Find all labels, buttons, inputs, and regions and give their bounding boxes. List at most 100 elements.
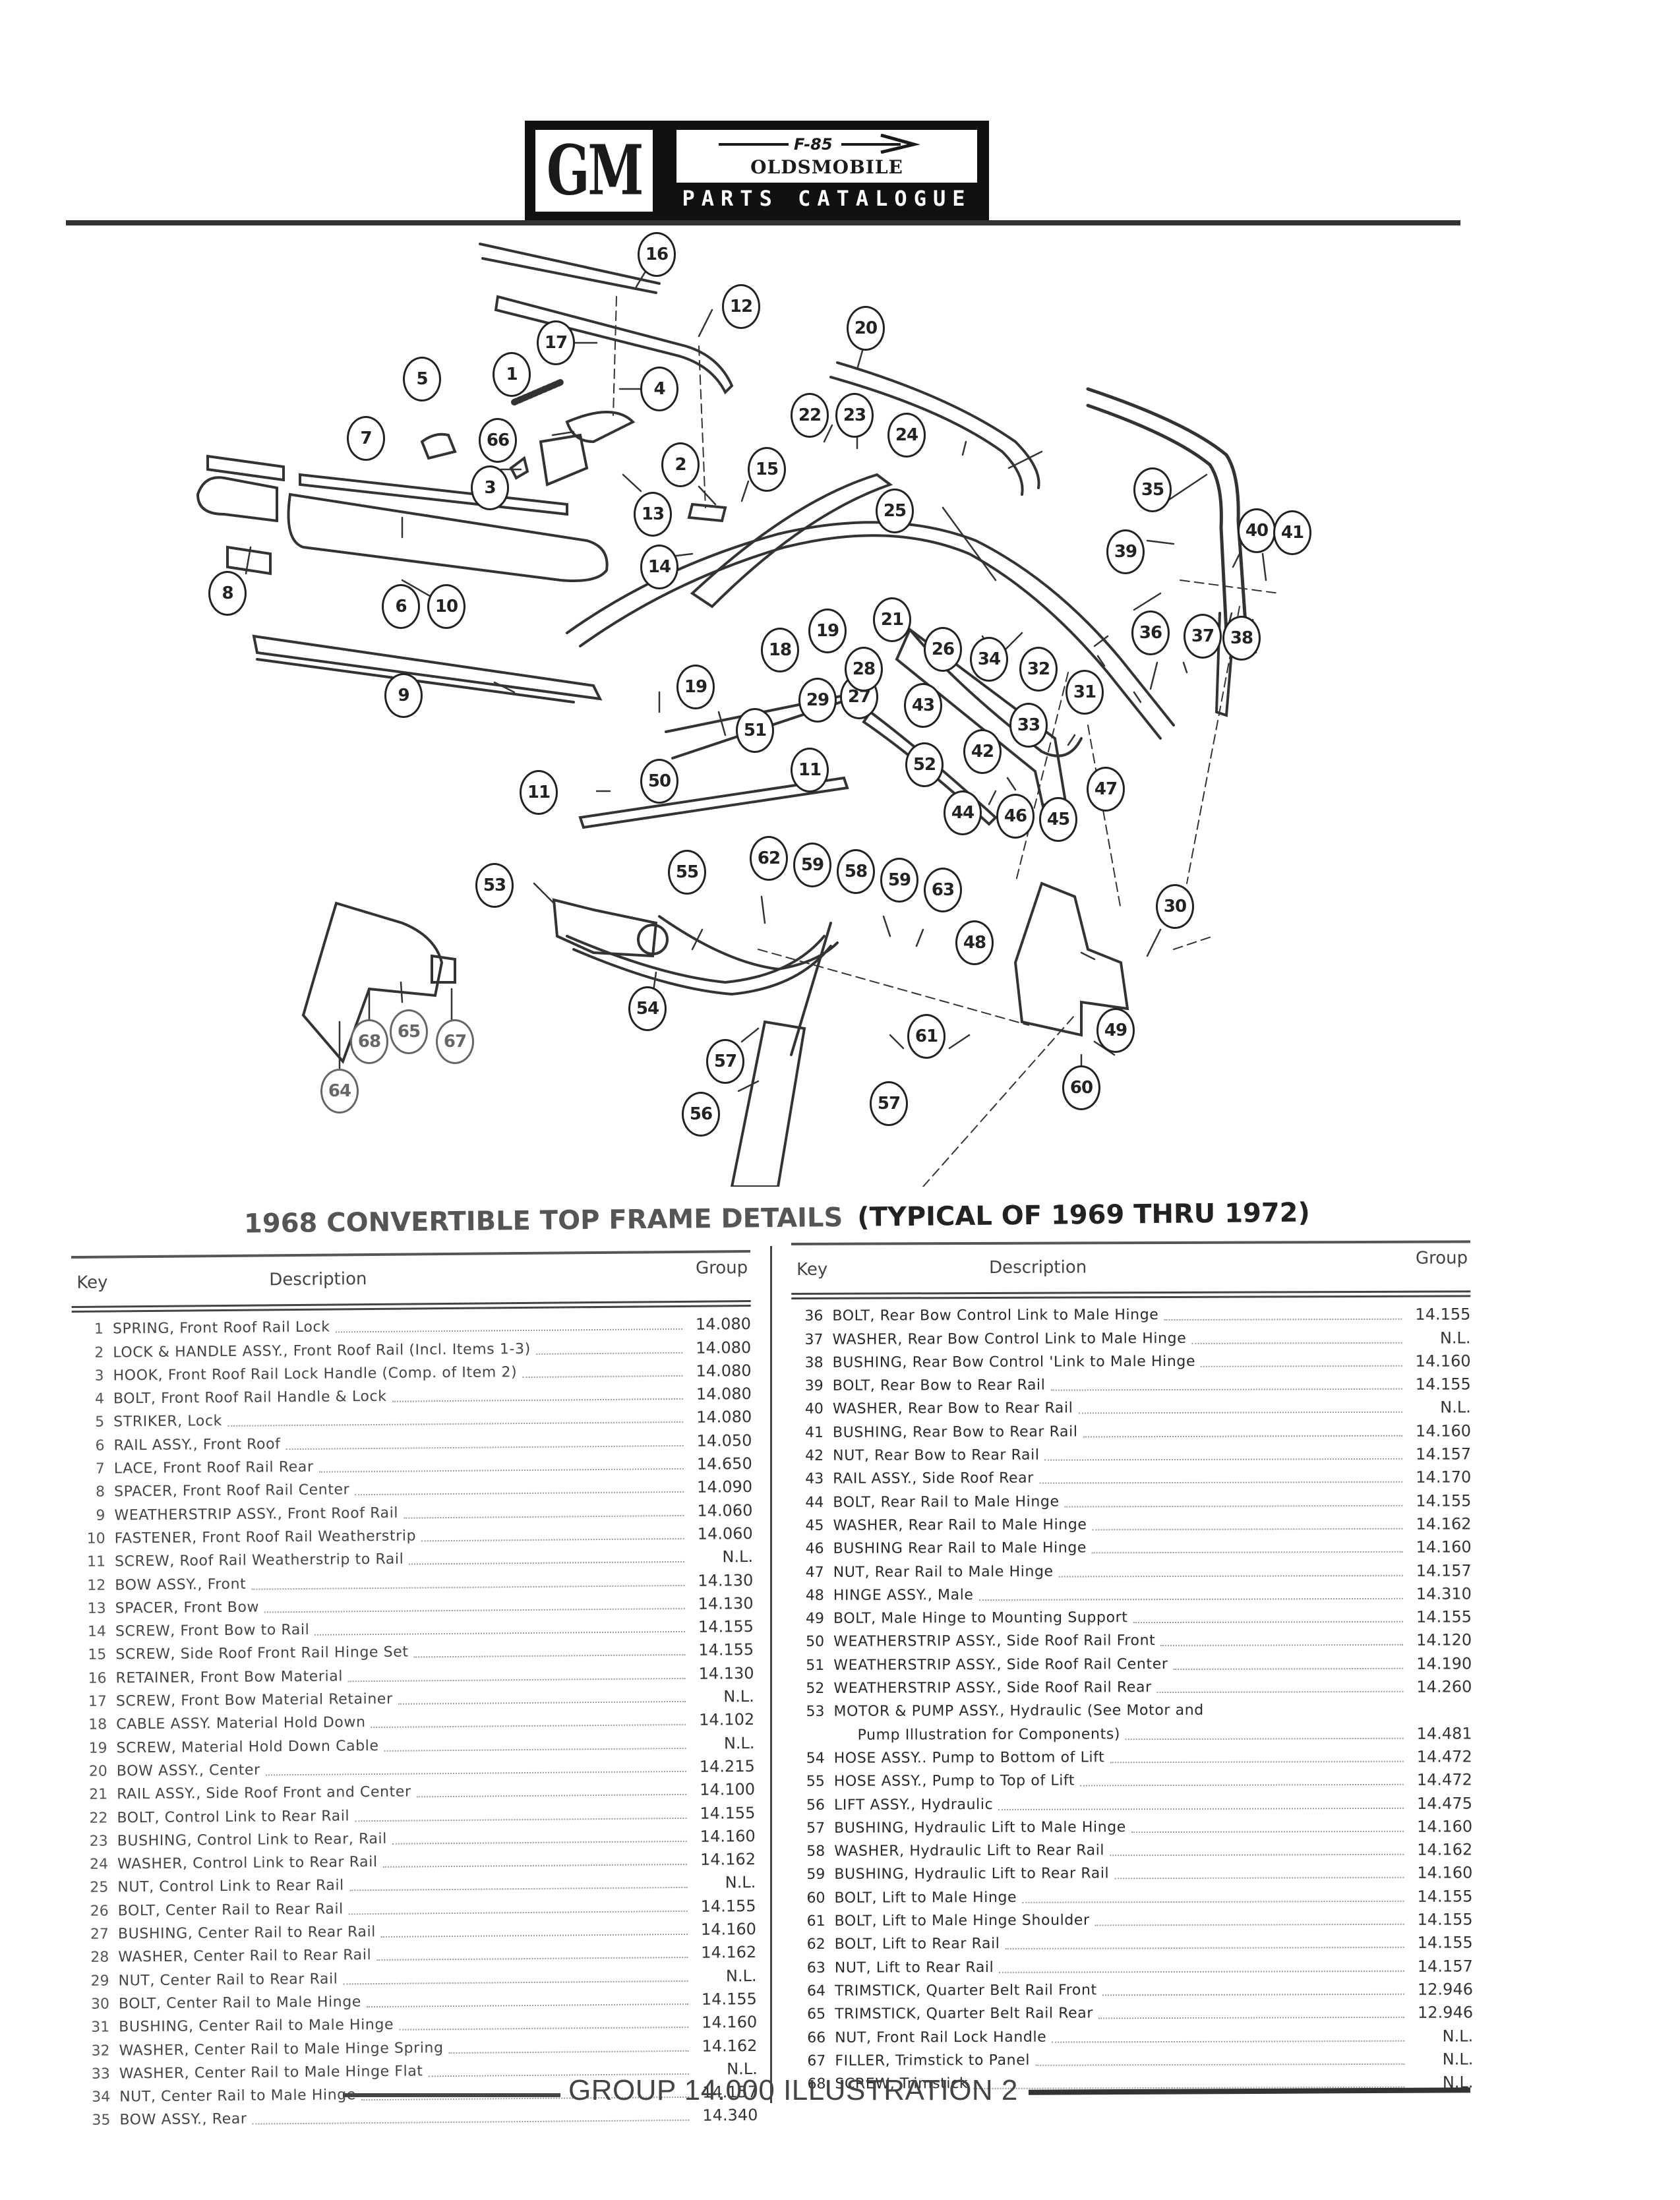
callout-26[interactable]: 26 [924, 627, 962, 672]
callout-50[interactable]: 50 [640, 759, 678, 804]
callout-55[interactable]: 55 [668, 850, 706, 895]
part-group: 14.472 [1408, 1746, 1472, 1767]
callout-32[interactable]: 32 [1019, 647, 1058, 692]
callout-33[interactable]: 33 [1009, 703, 1048, 748]
dot-leader [399, 2025, 689, 2031]
part-group: 14.160 [1409, 1816, 1473, 1837]
callout-4[interactable]: 4 [640, 367, 678, 411]
callout-45[interactable]: 45 [1039, 797, 1077, 842]
callout-3[interactable]: 3 [471, 465, 509, 510]
header-rule [66, 220, 1460, 225]
callout-2[interactable]: 2 [661, 442, 700, 487]
part-group: 14.155 [692, 1895, 756, 1917]
callout-19b[interactable]: 19 [676, 665, 715, 709]
part-group: 14.340 [694, 2105, 758, 2126]
callout-5[interactable]: 5 [403, 357, 441, 401]
center-bow-part [836, 361, 1040, 489]
callout-23[interactable]: 23 [835, 393, 874, 438]
callout-15[interactable]: 15 [748, 447, 786, 492]
callout-29[interactable]: 29 [798, 678, 837, 723]
callout-7[interactable]: 7 [347, 416, 385, 461]
callout-11[interactable]: 11 [791, 748, 829, 792]
callout-19[interactable]: 19 [808, 609, 847, 653]
callout-52[interactable]: 52 [905, 742, 944, 787]
part-description: FILLER, Trimstick to Panel [835, 2052, 1031, 2069]
callout-30[interactable]: 30 [1156, 884, 1194, 929]
part-key: 53 [806, 1704, 825, 1721]
callout-16[interactable]: 16 [638, 232, 676, 277]
part-group: 14.102 [691, 1709, 755, 1731]
callout-63[interactable]: 63 [924, 868, 962, 912]
part-description-cell: TRIMSTICK, Quarter Belt Rail Front [835, 1980, 1410, 2002]
callout-48[interactable]: 48 [955, 920, 994, 965]
callout-21[interactable]: 21 [873, 597, 911, 642]
callout-68[interactable]: 68 [350, 1019, 388, 1064]
callout-38[interactable]: 38 [1222, 616, 1261, 661]
part-key: 20 [88, 1763, 107, 1780]
callout-36[interactable]: 36 [1131, 610, 1170, 655]
callout-18[interactable]: 18 [761, 628, 799, 672]
callout-37[interactable]: 37 [1184, 614, 1222, 659]
callout-60[interactable]: 60 [1062, 1065, 1100, 1110]
callout-1[interactable]: 1 [493, 352, 531, 397]
part-description: WASHER, Hydraulic Lift to Rear Rail [834, 1842, 1105, 1860]
dot-leader [315, 1630, 686, 1636]
callout-34[interactable]: 34 [970, 637, 1008, 682]
callout-65[interactable]: 65 [390, 1009, 428, 1054]
callout-14[interactable]: 14 [640, 545, 678, 589]
callout-57b[interactable]: 57 [870, 1081, 908, 1126]
callout-40[interactable]: 40 [1238, 508, 1276, 553]
callout-10[interactable]: 10 [427, 584, 465, 629]
callout-13[interactable]: 13 [634, 492, 672, 537]
callout-41[interactable]: 41 [1273, 510, 1311, 555]
callout-24[interactable]: 24 [887, 413, 926, 458]
part-key: 54 [806, 1750, 825, 1767]
callout-6[interactable]: 6 [382, 584, 420, 629]
callout-62[interactable]: 62 [750, 836, 788, 881]
callout-59b[interactable]: 59 [880, 858, 918, 903]
callout-59[interactable]: 59 [793, 843, 831, 887]
callout-11b[interactable]: 11 [520, 770, 558, 815]
callout-51[interactable]: 51 [736, 708, 774, 753]
callout-9[interactable]: 9 [384, 673, 423, 718]
callout-57[interactable]: 57 [706, 1039, 744, 1084]
callout-20[interactable]: 20 [847, 306, 885, 351]
callout-42[interactable]: 42 [963, 729, 1002, 774]
callout-61[interactable]: 61 [907, 1014, 945, 1059]
callout-25[interactable]: 25 [876, 489, 914, 533]
callout-35[interactable]: 35 [1133, 467, 1172, 512]
callout-39[interactable]: 39 [1106, 529, 1145, 574]
part-description: NUT, Front Rail Lock Handle [835, 2029, 1047, 2046]
part-key: 18 [88, 1716, 107, 1734]
callout-28[interactable]: 28 [845, 647, 883, 692]
callout-58[interactable]: 58 [837, 849, 875, 894]
callout-54[interactable]: 54 [628, 986, 667, 1031]
callout-44[interactable]: 44 [944, 790, 982, 835]
callout-49[interactable]: 49 [1096, 1008, 1135, 1053]
callout-67[interactable]: 67 [436, 1019, 474, 1064]
part-group: 14.160 [694, 2012, 758, 2033]
callout-56[interactable]: 56 [682, 1092, 720, 1137]
part-key: 41 [804, 1424, 824, 1441]
spacer-part [196, 476, 278, 576]
callout-12[interactable]: 12 [722, 284, 760, 329]
callout-46[interactable]: 46 [996, 794, 1035, 839]
callout-17[interactable]: 17 [537, 320, 575, 365]
callout-22[interactable]: 22 [791, 393, 829, 438]
callout-8[interactable]: 8 [208, 571, 247, 616]
control-link-part [690, 473, 893, 609]
catalogue-logo: GM F-85 OLDSMOBILE PARTS CATALOGUE [525, 121, 989, 221]
part-key: 65 [807, 2006, 826, 2023]
part-group: 14.160 [692, 1918, 757, 1940]
callout-66[interactable]: 66 [479, 418, 517, 463]
callout-64[interactable]: 64 [320, 1069, 359, 1114]
callout-43[interactable]: 43 [904, 683, 942, 728]
callout-47[interactable]: 47 [1087, 767, 1125, 812]
front-bow-spacer-part [687, 502, 727, 523]
callout-53[interactable]: 53 [475, 863, 514, 908]
callout-31[interactable]: 31 [1065, 670, 1104, 715]
